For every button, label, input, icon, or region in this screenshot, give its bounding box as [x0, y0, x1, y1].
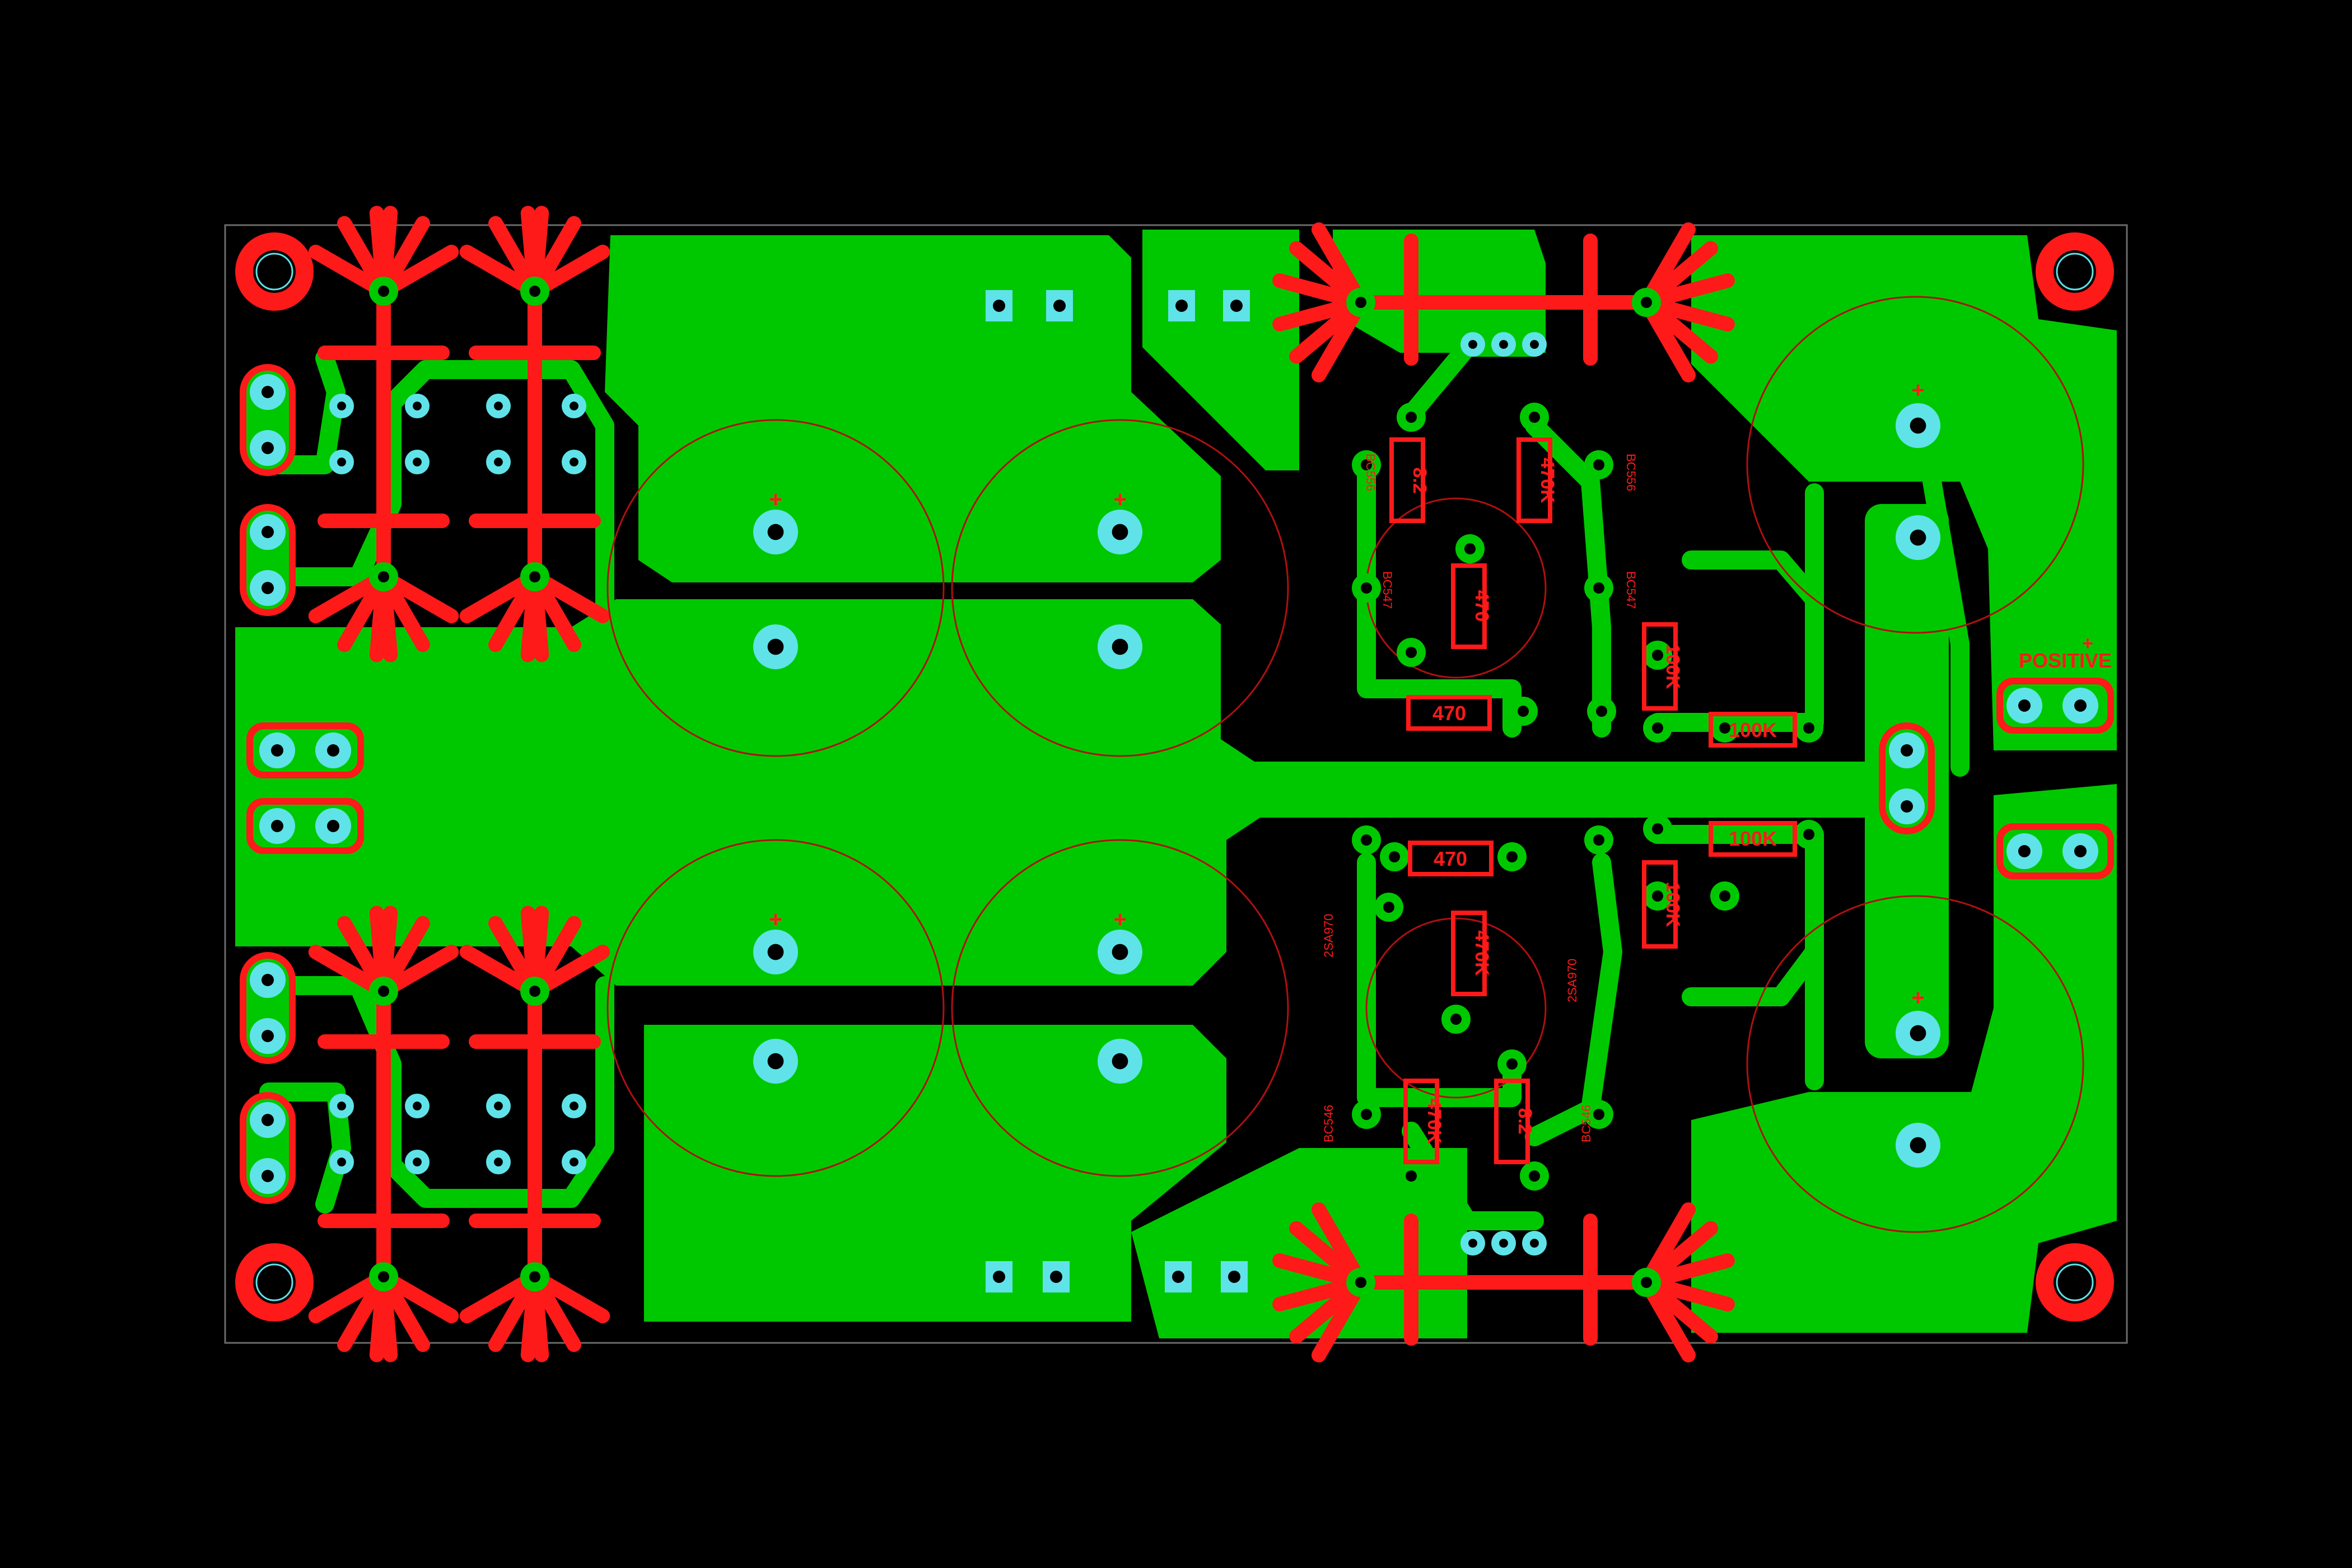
round-pad — [753, 930, 798, 974]
round-pad — [329, 394, 354, 418]
round-pad — [1098, 510, 1142, 554]
transistor-labels: BC556 BC556 BC547 BC547 2SA970 2SA970 BC… — [1322, 454, 1638, 1142]
mounting-hole-bl — [235, 1243, 314, 1322]
terminal-left-4 — [246, 798, 364, 854]
mounting-holes — [235, 232, 2114, 1322]
transistor-label-top-d: BC547 — [1624, 571, 1638, 609]
round-pad — [1460, 332, 1485, 357]
resistor-labels: 8.2 470K 470 470 100K 100K 470 470K 100K… — [1409, 458, 1777, 1144]
plus-mark-positive: + — [2082, 633, 2093, 654]
round-pad — [486, 1094, 511, 1118]
resistor-footprints — [1389, 437, 1797, 1164]
bottom-right-pour — [1131, 1148, 1467, 1338]
transistor-label-top-b: BC556 — [1624, 454, 1638, 491]
resistor-value-top-r3: 470 — [1471, 590, 1492, 622]
terminal-left-6 — [240, 1092, 296, 1204]
round-pad — [562, 450, 586, 474]
round-pad — [753, 510, 798, 554]
resistor-value-top-r2: 470K — [1537, 458, 1558, 503]
round-pad — [1896, 1011, 1940, 1056]
transistor-label-bot-a: BC546 — [1322, 1105, 1336, 1142]
plus-mark-3: + — [769, 907, 782, 932]
terminal-right-center — [1879, 722, 1935, 834]
top-right-pour — [1142, 230, 1299, 470]
terminal-left-5 — [240, 952, 296, 1064]
top-cap-pour — [605, 235, 1221, 582]
mounting-hole-br — [2036, 1243, 2114, 1322]
mounting-hole-tl — [235, 232, 314, 311]
round-pad — [1098, 930, 1142, 974]
positive-label: POSITIVE — [2019, 649, 2112, 672]
mounting-hole-tr — [2036, 232, 2114, 311]
transistor-label-bot-c: 2SA970 — [1322, 914, 1336, 958]
terminal-connectors — [240, 364, 2114, 1204]
right-bottom-pour — [1691, 784, 2117, 1333]
round-pad — [1896, 403, 1940, 448]
round-pad — [753, 624, 798, 669]
terminal-right-1 — [1996, 678, 2114, 734]
plus-mark-2: + — [1113, 487, 1126, 512]
round-pad — [405, 1094, 430, 1118]
board-outline — [224, 224, 2128, 1344]
resistor-value-bot-r6: 8.2 — [1514, 1108, 1536, 1134]
round-pad — [562, 394, 586, 418]
plus-mark-4: + — [1113, 907, 1126, 932]
transistor-label-bot-b: BC546 — [1579, 1105, 1593, 1142]
ground-pour — [235, 599, 1893, 986]
resistor-value-top-r6: 100K — [1729, 718, 1777, 741]
capacitor-outlines — [606, 296, 2084, 1233]
resistor-value-top-r5: 100K — [1662, 643, 1683, 689]
round-pad — [1491, 332, 1516, 357]
round-pad — [405, 394, 430, 418]
top-center-pour — [1333, 230, 1546, 353]
round-pad — [753, 1039, 798, 1084]
resistor-value-top-r4: 470 — [1432, 702, 1466, 725]
round-pad — [1896, 515, 1940, 560]
round-pad — [1460, 1231, 1485, 1256]
round-pad — [1491, 1231, 1516, 1256]
round-pad — [1896, 1123, 1940, 1168]
transistor-label-top-a: BC556 — [1364, 454, 1378, 491]
transistor-label-top-c: BC547 — [1380, 571, 1394, 609]
round-pad — [1098, 1039, 1142, 1084]
copper-pours — [235, 230, 2117, 1338]
round-pad — [562, 1094, 586, 1118]
plus-mark-1: + — [769, 487, 782, 512]
round-pad — [486, 450, 511, 474]
transistor-label-bot-d: 2SA970 — [1565, 959, 1579, 1002]
right-top-pour — [1691, 235, 2117, 750]
round-pad — [562, 1150, 586, 1174]
round-pad — [1522, 1231, 1547, 1256]
resistor-value-top-r1: 8.2 — [1409, 467, 1430, 493]
plus-mark-5: + — [1911, 378, 1924, 403]
terminal-right-2 — [1996, 823, 2114, 879]
round-pad — [486, 394, 511, 418]
bottom-cap-pour — [644, 1025, 1226, 1322]
round-pad — [405, 1150, 430, 1174]
round-pad — [329, 1094, 354, 1118]
round-pad — [329, 1150, 354, 1174]
resistor-value-bot-r3: 100K — [1662, 881, 1683, 927]
round-pad — [1522, 332, 1547, 357]
round-pad — [1098, 624, 1142, 669]
round-pad — [405, 450, 430, 474]
resistor-value-bot-r4: 100K — [1729, 827, 1777, 850]
round-pad — [486, 1150, 511, 1174]
plus-mark-6: + — [1911, 986, 1924, 1010]
resistor-value-bot-r2: 470K — [1471, 930, 1492, 976]
polarity-markers: + + + + + + + POSITIVE — [769, 378, 2112, 1010]
terminal-left-3 — [246, 722, 364, 778]
terminal-left-2 — [240, 504, 296, 616]
resistor-value-bot-r1: 470 — [1434, 847, 1467, 870]
terminal-left-1 — [240, 364, 296, 476]
pads — [329, 277, 1940, 1297]
round-pad — [329, 450, 354, 474]
resistor-value-bot-r5: 470K — [1424, 1098, 1445, 1144]
